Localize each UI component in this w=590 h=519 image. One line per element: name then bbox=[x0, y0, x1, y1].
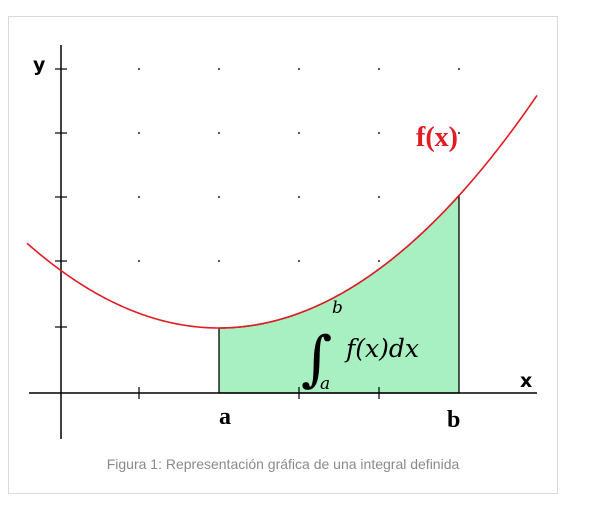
integral-diagram: y x f(x) a b ∫ b a f(x)dx bbox=[26, 45, 538, 439]
grid-dot bbox=[457, 67, 461, 71]
lower-bound-label: a bbox=[219, 404, 231, 430]
grid-dot bbox=[457, 131, 461, 135]
grid-dot bbox=[377, 195, 381, 199]
upper-bound-label: b bbox=[447, 407, 460, 433]
figure-frame: y x f(x) a b ∫ b a f(x)dx Figura 1: Repr… bbox=[8, 16, 558, 494]
grid-dot bbox=[377, 259, 381, 263]
integrand: f(x)dx bbox=[344, 334, 419, 363]
y-axis-ticks bbox=[55, 68, 67, 328]
integral-lower-limit: a bbox=[320, 374, 330, 394]
grid-dot bbox=[297, 259, 301, 263]
grid-dot bbox=[217, 259, 221, 263]
grid-dot bbox=[377, 131, 381, 135]
grid-dot bbox=[137, 67, 141, 71]
figure-caption: Figura 1: Representación gráfica de una … bbox=[106, 456, 460, 472]
integral-upper-limit: b bbox=[332, 298, 343, 318]
function-label: f(x) bbox=[416, 122, 458, 153]
grid-dot bbox=[137, 131, 141, 135]
grid-dot bbox=[297, 67, 301, 71]
y-axis-label: y bbox=[33, 54, 46, 76]
grid-dot bbox=[297, 195, 301, 199]
x-axis-label: x bbox=[520, 370, 532, 392]
grid-dots bbox=[137, 67, 461, 263]
integral-sign: ∫ bbox=[301, 324, 332, 394]
grid-dot bbox=[217, 195, 221, 199]
grid-dot bbox=[377, 67, 381, 71]
grid-dot bbox=[297, 131, 301, 135]
grid-dot bbox=[137, 259, 141, 263]
x-axis-ticks bbox=[138, 387, 380, 399]
grid-dot bbox=[217, 131, 221, 135]
grid-dot bbox=[217, 67, 221, 71]
grid-dot bbox=[137, 195, 141, 199]
function-curve bbox=[26, 94, 538, 329]
